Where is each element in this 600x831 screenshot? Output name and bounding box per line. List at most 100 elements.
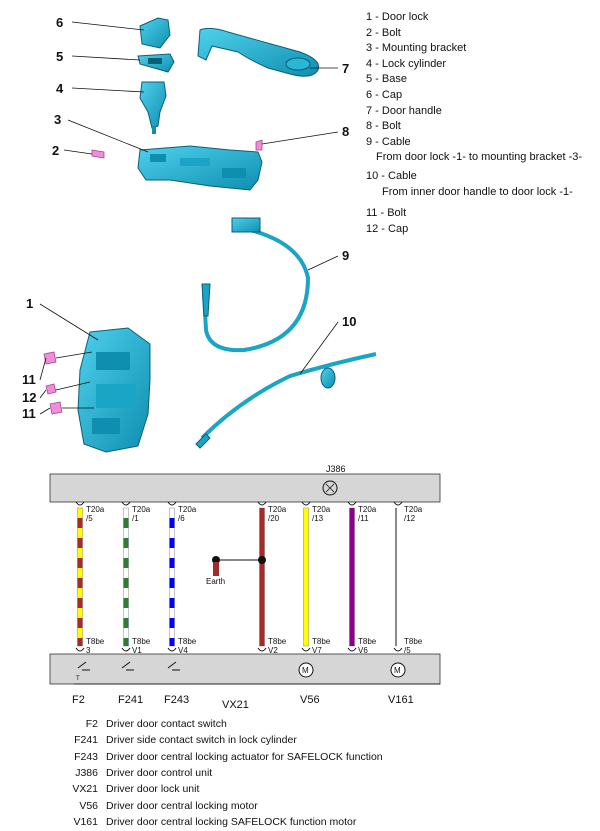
callout-3: 3	[54, 112, 61, 127]
wire-segment	[395, 568, 397, 578]
wire-segment	[303, 508, 309, 518]
component-labels: F2 F241 F243 VX21 V56 V161	[72, 694, 414, 711]
earth-label: Earth	[206, 577, 225, 586]
wire-segment	[169, 598, 175, 608]
wiring-legend-code: F241	[74, 734, 98, 747]
wire-segment	[77, 618, 83, 628]
legend-item: 3 - Mounting bracket	[366, 42, 467, 55]
callout-5: 5	[56, 49, 63, 64]
legend-item: 9 - Cable	[366, 135, 411, 148]
control-unit-symbol	[322, 480, 338, 496]
legend-item: 5 - Base	[366, 73, 407, 86]
bottom-pin-label: V7	[312, 646, 322, 655]
wiring-legend-text: Driver door central locking SAFELOCK fun…	[106, 815, 357, 828]
control-unit-label: J386	[326, 464, 346, 474]
wire-segment	[259, 508, 265, 518]
legend-item: 2 - Bolt	[366, 26, 401, 39]
callout-11b: 11	[22, 406, 36, 421]
mounting-bracket-part	[137, 145, 263, 191]
wire-segment	[259, 628, 265, 638]
wire-segment	[123, 578, 129, 588]
switch-symbols: T M M	[76, 661, 406, 682]
base-slot	[148, 58, 162, 64]
wire-segment	[349, 588, 355, 598]
callout-numbers: 6 5 4 3 2 8 7 9 1 11 12 11 10	[22, 15, 356, 421]
wiring-legend-code: VX21	[72, 783, 98, 796]
cap-part	[139, 17, 171, 49]
bottom-pin-label: T8be	[404, 637, 423, 646]
wire-segment	[395, 578, 397, 588]
bolt-8-part	[255, 139, 263, 151]
top-connector	[393, 501, 403, 506]
wire-segment	[123, 508, 129, 518]
bottom-connector	[121, 647, 131, 652]
wire-segment	[123, 548, 129, 558]
callout-6: 6	[56, 15, 63, 30]
wire-segment	[349, 538, 355, 548]
wire-segment	[77, 518, 83, 528]
top-pin-label: T20a	[268, 505, 287, 514]
wire-segment	[169, 618, 175, 628]
top-connector	[347, 501, 357, 506]
wire-segment	[169, 518, 175, 528]
wire-segment	[77, 558, 83, 568]
wire-segment	[303, 578, 309, 588]
cable-9-part	[202, 224, 311, 353]
control-unit-symbol-cross	[325, 483, 335, 493]
wire-segment	[169, 558, 175, 568]
wire-segment	[395, 618, 397, 628]
wire-segment	[169, 638, 175, 646]
cable-10-end	[195, 433, 211, 449]
wire-segment	[77, 608, 83, 618]
wire-segment	[349, 518, 355, 528]
callout-1: 1	[26, 296, 33, 311]
wire-outline	[395, 507, 397, 647]
bottom-connector	[347, 647, 357, 652]
switch-f241-symbol	[121, 661, 134, 671]
lock-cylinder-part	[139, 81, 167, 129]
wire-segment	[169, 508, 175, 518]
wire-outline	[349, 507, 355, 647]
wire-segment	[303, 558, 309, 568]
wire-segment	[123, 588, 129, 598]
bottom-pin-label: V2	[268, 646, 278, 655]
wire-segment	[259, 608, 265, 618]
top-pin-label: T20a	[358, 505, 377, 514]
lock-detail-a	[96, 352, 130, 370]
wire-segment	[259, 618, 265, 628]
wire-segment	[395, 588, 397, 598]
wire-segment	[123, 638, 129, 646]
wire-segment	[169, 568, 175, 578]
bottom-pin-label: /5	[404, 646, 411, 655]
wire-segment	[259, 638, 265, 646]
wire-segment	[395, 598, 397, 608]
component-label-vx21: VX21	[222, 699, 249, 711]
lock-detail-c	[92, 418, 120, 434]
wire-segment	[123, 628, 129, 638]
top-pin-label: /5	[86, 514, 93, 523]
top-pin-label: T20a	[312, 505, 331, 514]
wire-segment	[77, 578, 83, 588]
wire-segment	[349, 558, 355, 568]
callout-8: 8	[342, 124, 349, 139]
component-label-f2: F2	[72, 694, 85, 706]
top-pin-label: T20a	[404, 505, 423, 514]
wire-segment	[349, 578, 355, 588]
wiring-legend-code: V161	[73, 815, 98, 828]
wire-segment	[123, 618, 129, 628]
top-pin-label: T20a	[132, 505, 151, 514]
wire-segment	[169, 538, 175, 548]
cylinder-tip	[152, 126, 156, 134]
wire-segment	[77, 568, 83, 578]
component-label-v56: V56	[300, 694, 320, 706]
wire-segment	[169, 548, 175, 558]
earth-wire	[213, 562, 219, 576]
top-pin-label: T20a	[178, 505, 197, 514]
wire-segment	[349, 608, 355, 618]
bottom-pin-label: V4	[178, 646, 188, 655]
wire-segment	[349, 508, 355, 518]
component-label-f243: F243	[164, 694, 189, 706]
